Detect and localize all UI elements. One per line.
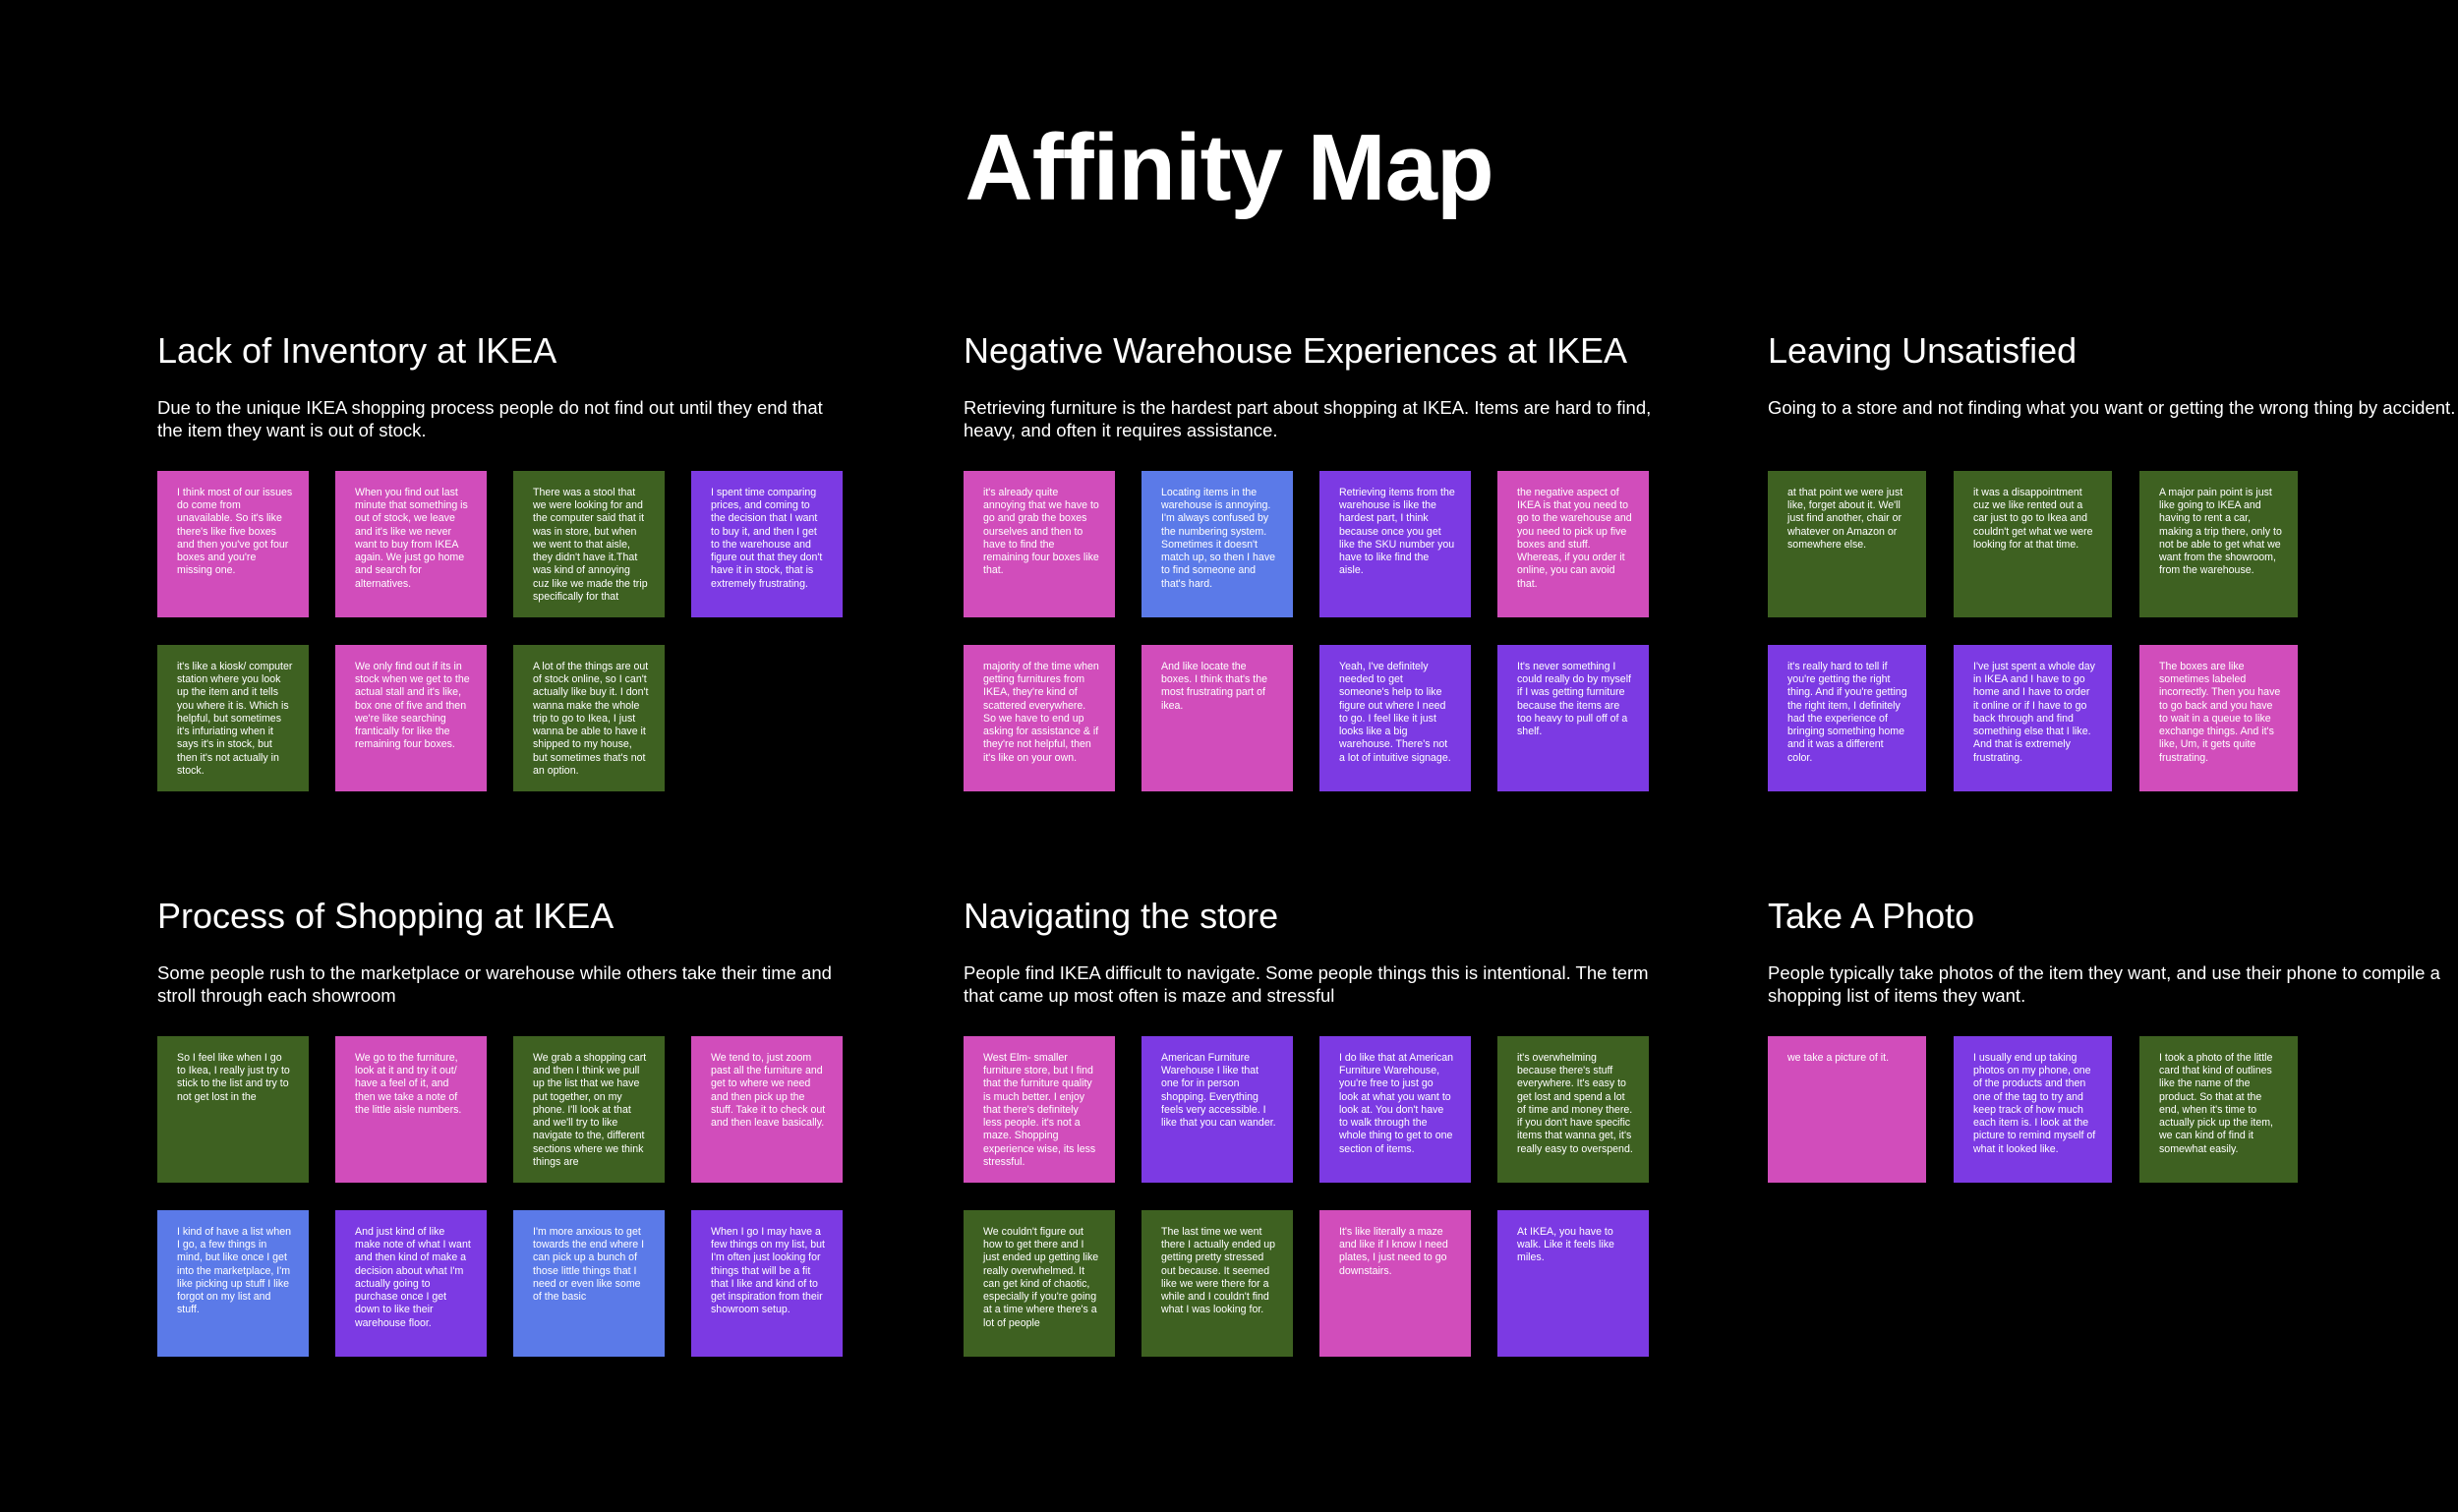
sticky-note[interactable]: at that point we were just like, forget …: [1768, 471, 1926, 617]
sticky-note[interactable]: We tend to, just zoom past all the furni…: [691, 1036, 843, 1183]
sticky-note[interactable]: it's really hard to tell if you're getti…: [1768, 645, 1926, 791]
cluster-title: Process of Shopping at IKEA: [157, 896, 614, 936]
sticky-note[interactable]: I'm more anxious to get towards the end …: [513, 1210, 665, 1357]
sticky-note[interactable]: I think most of our issues do come from …: [157, 471, 309, 617]
sticky-notes: So I feel like when I go to Ikea, I real…: [157, 1036, 843, 1357]
sticky-note[interactable]: At IKEA, you have to walk. Like it feels…: [1497, 1210, 1649, 1357]
sticky-note[interactable]: Locating items in the warehouse is annoy…: [1141, 471, 1293, 617]
sticky-note[interactable]: West Elm- smaller furniture store, but I…: [964, 1036, 1115, 1183]
sticky-note[interactable]: A major pain point is just like going to…: [2139, 471, 2298, 617]
cluster-title: Lack of Inventory at IKEA: [157, 330, 557, 371]
sticky-note[interactable]: I spent time comparing prices, and comin…: [691, 471, 843, 617]
sticky-note[interactable]: I've just spent a whole day in IKEA and …: [1954, 645, 2112, 791]
cluster-title: Leaving Unsatisfied: [1768, 330, 2078, 371]
sticky-note[interactable]: We grab a shopping cart and then I think…: [513, 1036, 665, 1183]
cluster-description: People typically take photos of the item…: [1768, 962, 2440, 1006]
cluster-lack-of-inventory: Lack of Inventory at IKEA Due to the uni…: [157, 330, 843, 791]
sticky-notes: West Elm- smaller furniture store, but I…: [964, 1036, 1649, 1357]
sticky-note[interactable]: It's never something I could really do b…: [1497, 645, 1649, 791]
sticky-note[interactable]: So I feel like when I go to Ikea, I real…: [157, 1036, 309, 1183]
cluster-leaving-unsatisfied: Leaving Unsatisfied Going to a store and…: [1768, 330, 2455, 791]
sticky-note[interactable]: majority of the time when getting furnit…: [964, 645, 1115, 791]
sticky-notes: we take a picture of it.I usually end up…: [1768, 1036, 2298, 1183]
sticky-notes: it's already quite annoying that we have…: [964, 471, 1649, 791]
sticky-note[interactable]: it was a disappointment cuz we like rent…: [1954, 471, 2112, 617]
cluster-description: Due to the unique IKEA shopping process …: [157, 397, 823, 440]
sticky-note[interactable]: We go to the furniture, look at it and t…: [335, 1036, 487, 1183]
cluster-title: Take A Photo: [1768, 896, 1975, 936]
sticky-note[interactable]: it's like a kiosk/ computer station wher…: [157, 645, 309, 791]
cluster-take-a-photo: Take A Photo People typically take photo…: [1768, 896, 2440, 1183]
sticky-note[interactable]: There was a stool that we were looking f…: [513, 471, 665, 617]
sticky-note[interactable]: And just kind of like make note of what …: [335, 1210, 487, 1357]
cluster-description: People find IKEA difficult to navigate. …: [964, 962, 1649, 1006]
sticky-note[interactable]: We only find out if its in stock when we…: [335, 645, 487, 791]
page-title: Affinity Map: [965, 115, 1493, 220]
sticky-note[interactable]: Yeah, I've definitely needed to get some…: [1319, 645, 1471, 791]
cluster-description: Some people rush to the marketplace or w…: [157, 962, 832, 1006]
sticky-note[interactable]: I kind of have a list when I go, a few t…: [157, 1210, 309, 1357]
sticky-note[interactable]: I do like that at American Furniture War…: [1319, 1036, 1471, 1183]
sticky-note[interactable]: When I go I may have a few things on my …: [691, 1210, 843, 1357]
sticky-note[interactable]: American Furniture Warehouse I like that…: [1141, 1036, 1293, 1183]
sticky-notes: I think most of our issues do come from …: [157, 471, 843, 791]
sticky-note[interactable]: We couldn't figure out how to get there …: [964, 1210, 1115, 1357]
sticky-note[interactable]: the negative aspect of IKEA is that you …: [1497, 471, 1649, 617]
sticky-note[interactable]: A lot of the things are out of stock onl…: [513, 645, 665, 791]
sticky-note[interactable]: The boxes are like sometimes labeled inc…: [2139, 645, 2298, 791]
sticky-note[interactable]: The last time we went there I actually e…: [1141, 1210, 1293, 1357]
sticky-note[interactable]: it's already quite annoying that we have…: [964, 471, 1115, 617]
sticky-notes: at that point we were just like, forget …: [1768, 471, 2298, 791]
cluster-process-of-shopping: Process of Shopping at IKEA Some people …: [157, 896, 843, 1357]
sticky-note[interactable]: And like locate the boxes. I think that'…: [1141, 645, 1293, 791]
sticky-note[interactable]: Retrieving items from the warehouse is l…: [1319, 471, 1471, 617]
cluster-negative-warehouse: Negative Warehouse Experiences at IKEA R…: [964, 330, 1651, 791]
sticky-note[interactable]: it's overwhelming because there's stuff …: [1497, 1036, 1649, 1183]
cluster-title: Navigating the store: [964, 896, 1279, 936]
cluster-description: Going to a store and not finding what yo…: [1768, 397, 2456, 418]
sticky-note[interactable]: we take a picture of it.: [1768, 1036, 1926, 1183]
sticky-note[interactable]: I took a photo of the little card that k…: [2139, 1036, 2298, 1183]
sticky-note[interactable]: It's like literally a maze and like if I…: [1319, 1210, 1471, 1357]
cluster-title: Negative Warehouse Experiences at IKEA: [964, 330, 1628, 371]
sticky-note[interactable]: I usually end up taking photos on my pho…: [1954, 1036, 2112, 1183]
cluster-description: Retrieving furniture is the hardest part…: [964, 397, 1652, 440]
cluster-navigating-store: Navigating the store People find IKEA di…: [964, 896, 1649, 1357]
sticky-note[interactable]: When you find out last minute that somet…: [335, 471, 487, 617]
